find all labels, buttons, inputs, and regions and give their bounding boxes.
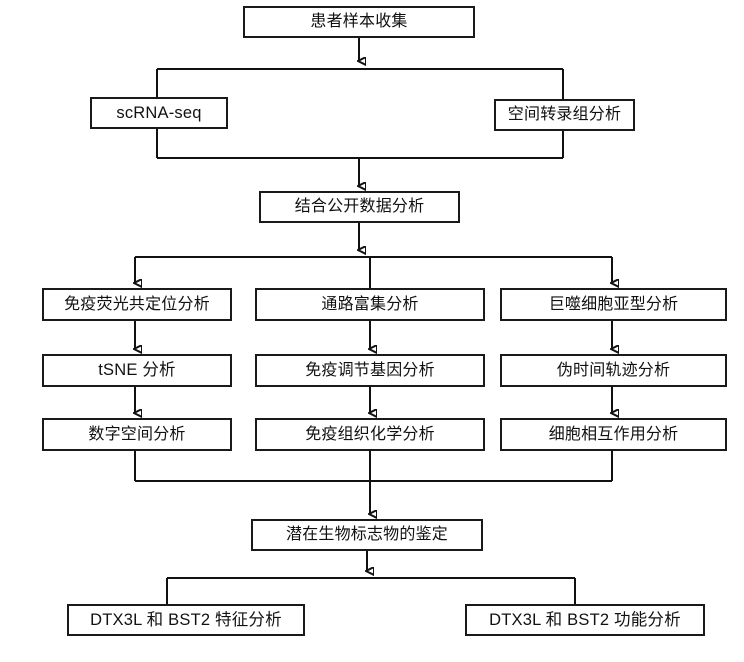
node-patient-sample-collection[interactable]: 患者样本收集 xyxy=(243,6,475,38)
node-dtx3l-bst2-characteristics[interactable]: DTX3L 和 BST2 特征分析 xyxy=(67,604,305,636)
node-spatial-transcriptomics[interactable]: 空间转录组分析 xyxy=(494,99,635,131)
node-label: DTX3L 和 BST2 特征分析 xyxy=(90,610,282,629)
node-label: scRNA-seq xyxy=(116,103,202,122)
node-pathway-enrichment[interactable]: 通路富集分析 xyxy=(255,288,485,321)
node-label: 巨噬细胞亚型分析 xyxy=(548,295,679,313)
node-immune-regulatory-gene[interactable]: 免疫调节基因分析 xyxy=(255,354,485,387)
node-label: DTX3L 和 BST2 功能分析 xyxy=(489,610,681,629)
node-immunofluorescence-colocalization[interactable]: 免疫荧光共定位分析 xyxy=(42,288,232,321)
node-dtx3l-bst2-function[interactable]: DTX3L 和 BST2 功能分析 xyxy=(465,604,705,636)
node-label: 空间转录组分析 xyxy=(507,106,622,123)
node-label: 数字空间分析 xyxy=(88,425,186,443)
edge-split-row2 xyxy=(156,68,564,99)
node-pseudotime-trajectory[interactable]: 伪时间轨迹分析 xyxy=(500,354,727,387)
node-digital-spatial[interactable]: 数字空间分析 xyxy=(42,418,232,451)
node-label: 免疫调节基因分析 xyxy=(305,361,435,379)
node-label: 细胞相互作用分析 xyxy=(548,425,679,443)
node-scrna-seq[interactable]: scRNA-seq xyxy=(90,97,228,129)
node-macrophage-subtype[interactable]: 巨噬细胞亚型分析 xyxy=(500,288,727,321)
node-label: 伪时间轨迹分析 xyxy=(556,361,671,379)
node-immunohistochemistry[interactable]: 免疫组织化学分析 xyxy=(255,418,485,451)
node-label: 患者样本收集 xyxy=(310,13,408,30)
node-label: 潜在生物标志物的鉴定 xyxy=(285,526,448,543)
edge-merge-row5 xyxy=(134,451,613,482)
node-biomarker-identification[interactable]: 潜在生物标志物的鉴定 xyxy=(251,519,483,551)
edge-merge-row2 xyxy=(156,129,564,159)
node-cell-interaction[interactable]: 细胞相互作用分析 xyxy=(500,418,727,451)
node-label: 免疫组织化学分析 xyxy=(305,425,435,443)
node-label: 结合公开数据分析 xyxy=(294,198,425,215)
edge-split-row7 xyxy=(166,577,576,604)
node-label: 免疫荧光共定位分析 xyxy=(64,295,210,313)
node-tsne-analysis[interactable]: tSNE 分析 xyxy=(42,354,232,387)
node-label: 通路富集分析 xyxy=(321,295,419,313)
node-label: tSNE 分析 xyxy=(98,361,176,380)
node-public-data-integration[interactable]: 结合公开数据分析 xyxy=(259,191,460,223)
